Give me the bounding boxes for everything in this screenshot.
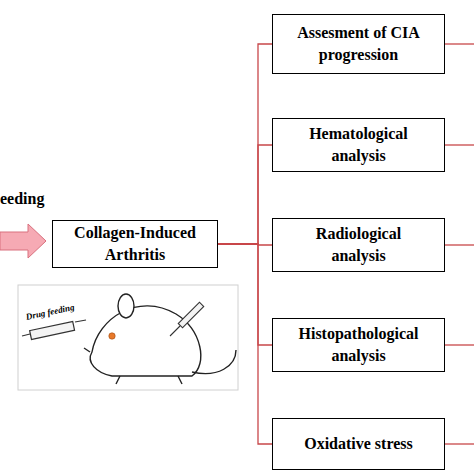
box-text: Radiological analysis xyxy=(287,223,430,266)
offpage-lines xyxy=(445,44,474,444)
cropped-label: eeding xyxy=(0,190,44,208)
process-box: Hematological analysis xyxy=(272,118,445,172)
flow-arrow xyxy=(0,224,46,258)
box-text: Oxidative stress xyxy=(304,433,413,455)
illustration-frame xyxy=(18,285,238,390)
mouse-illustration xyxy=(84,294,236,384)
syringe-symbol xyxy=(170,302,204,336)
process-box: Collagen-Induced Arthritis xyxy=(52,220,218,268)
process-box: Oxidative stress xyxy=(272,418,445,470)
connector-line xyxy=(218,145,272,244)
process-box: Histopathological analysis xyxy=(272,318,445,372)
connector-line xyxy=(218,44,272,244)
syringe-symbol xyxy=(22,320,86,339)
box-text: Hematological analysis xyxy=(287,123,430,166)
process-box: Radiological analysis xyxy=(272,218,445,272)
box-text: Assesment of CIA progression xyxy=(287,22,430,65)
box-text: Collagen-Induced Arthritis xyxy=(59,222,211,265)
mouse-eye xyxy=(109,333,115,339)
process-box: Assesment of CIA progression xyxy=(272,14,445,74)
connector-group xyxy=(218,44,272,444)
connector-line xyxy=(218,244,272,345)
connector-line xyxy=(218,244,272,444)
box-text: Histopathological analysis xyxy=(287,323,430,366)
